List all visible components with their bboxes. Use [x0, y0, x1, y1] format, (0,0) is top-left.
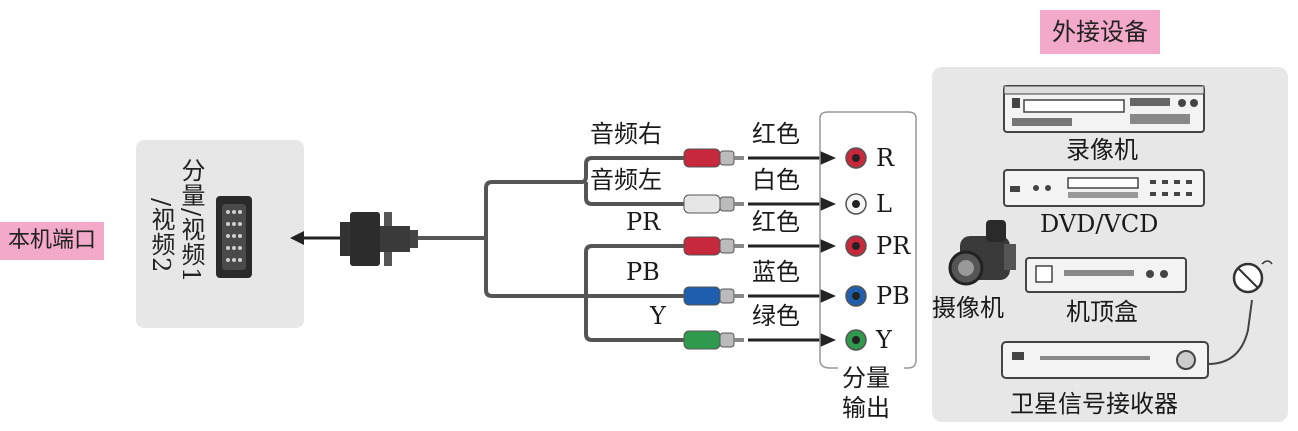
arrow-to-jack-l — [748, 197, 836, 211]
jack-label-pr: PR — [876, 232, 911, 260]
set-top-box-label: 机顶盒 — [1066, 298, 1138, 326]
camcorder-icon — [948, 220, 1016, 286]
rca-plug-y — [683, 330, 744, 350]
port-label-line2: /视频2 — [147, 198, 175, 274]
camcorder-label: 摄像机 — [932, 294, 1004, 322]
jack-r — [845, 147, 867, 169]
arrow-to-jack-y — [748, 333, 836, 347]
pb-cable — [484, 238, 684, 298]
output-label-line2: 输出 — [842, 394, 890, 422]
pr-cable — [584, 244, 684, 296]
signal-label-y: Y — [650, 302, 666, 330]
color-label-pb: 蓝色 — [752, 258, 800, 286]
signal-label-r: 音频右 — [590, 120, 662, 148]
dvd-label: DVD/VCD — [1040, 210, 1159, 238]
jack-arrows — [748, 151, 836, 347]
arrow-to-port — [290, 231, 342, 245]
color-label-pr: 红色 — [752, 208, 800, 236]
signal-label-l: 音频左 — [590, 166, 662, 194]
color-label-l: 白色 — [752, 166, 800, 194]
rca-plugs — [683, 148, 744, 350]
satellite-dish-icon — [1207, 260, 1273, 365]
rca-plug-pr — [683, 236, 744, 256]
local-port-tag: 本机端口 — [0, 222, 105, 260]
jack-label-r: R — [876, 144, 895, 172]
vcr-icon — [1003, 85, 1205, 133]
jack-l — [845, 193, 867, 215]
output-bracket — [819, 111, 917, 369]
jack-pb — [845, 285, 867, 307]
audio-r-cable — [484, 156, 684, 238]
satellite-receiver-label: 卫星信号接收器 — [1010, 390, 1178, 418]
jack-y — [845, 329, 867, 351]
jack-label-y: Y — [876, 326, 892, 354]
color-label-r: 红色 — [752, 120, 800, 148]
signal-label-pr: PR — [626, 208, 661, 236]
audio-l-cable — [584, 182, 684, 206]
vga-connector-icon — [340, 212, 418, 266]
rca-plug-pb — [683, 286, 744, 306]
y-cable — [584, 296, 684, 342]
color-label-y: 绿色 — [752, 302, 800, 330]
jack-label-l: L — [876, 190, 892, 218]
output-jacks — [845, 147, 867, 351]
external-devices-tag: 外接设备 — [1040, 10, 1160, 54]
jack-label-pb: PB — [876, 282, 910, 310]
rca-plug-r — [683, 148, 744, 168]
arrow-to-jack-pr — [748, 239, 836, 253]
vga-port-icon — [216, 196, 252, 278]
arrow-to-jack-r — [748, 151, 836, 165]
vcr-label: 录像机 — [1066, 136, 1138, 164]
satellite-receiver-icon — [1001, 341, 1209, 379]
output-label-line1: 分量 — [842, 364, 890, 392]
rca-plug-l — [683, 194, 744, 214]
set-top-box-icon — [1025, 257, 1187, 293]
port-label-line1: 分量/视频1 — [177, 158, 205, 284]
arrow-to-jack-pb — [748, 289, 836, 303]
signal-label-pb: PB — [626, 258, 660, 286]
jack-pr — [845, 235, 867, 257]
dvd-player-icon — [1003, 169, 1205, 207]
